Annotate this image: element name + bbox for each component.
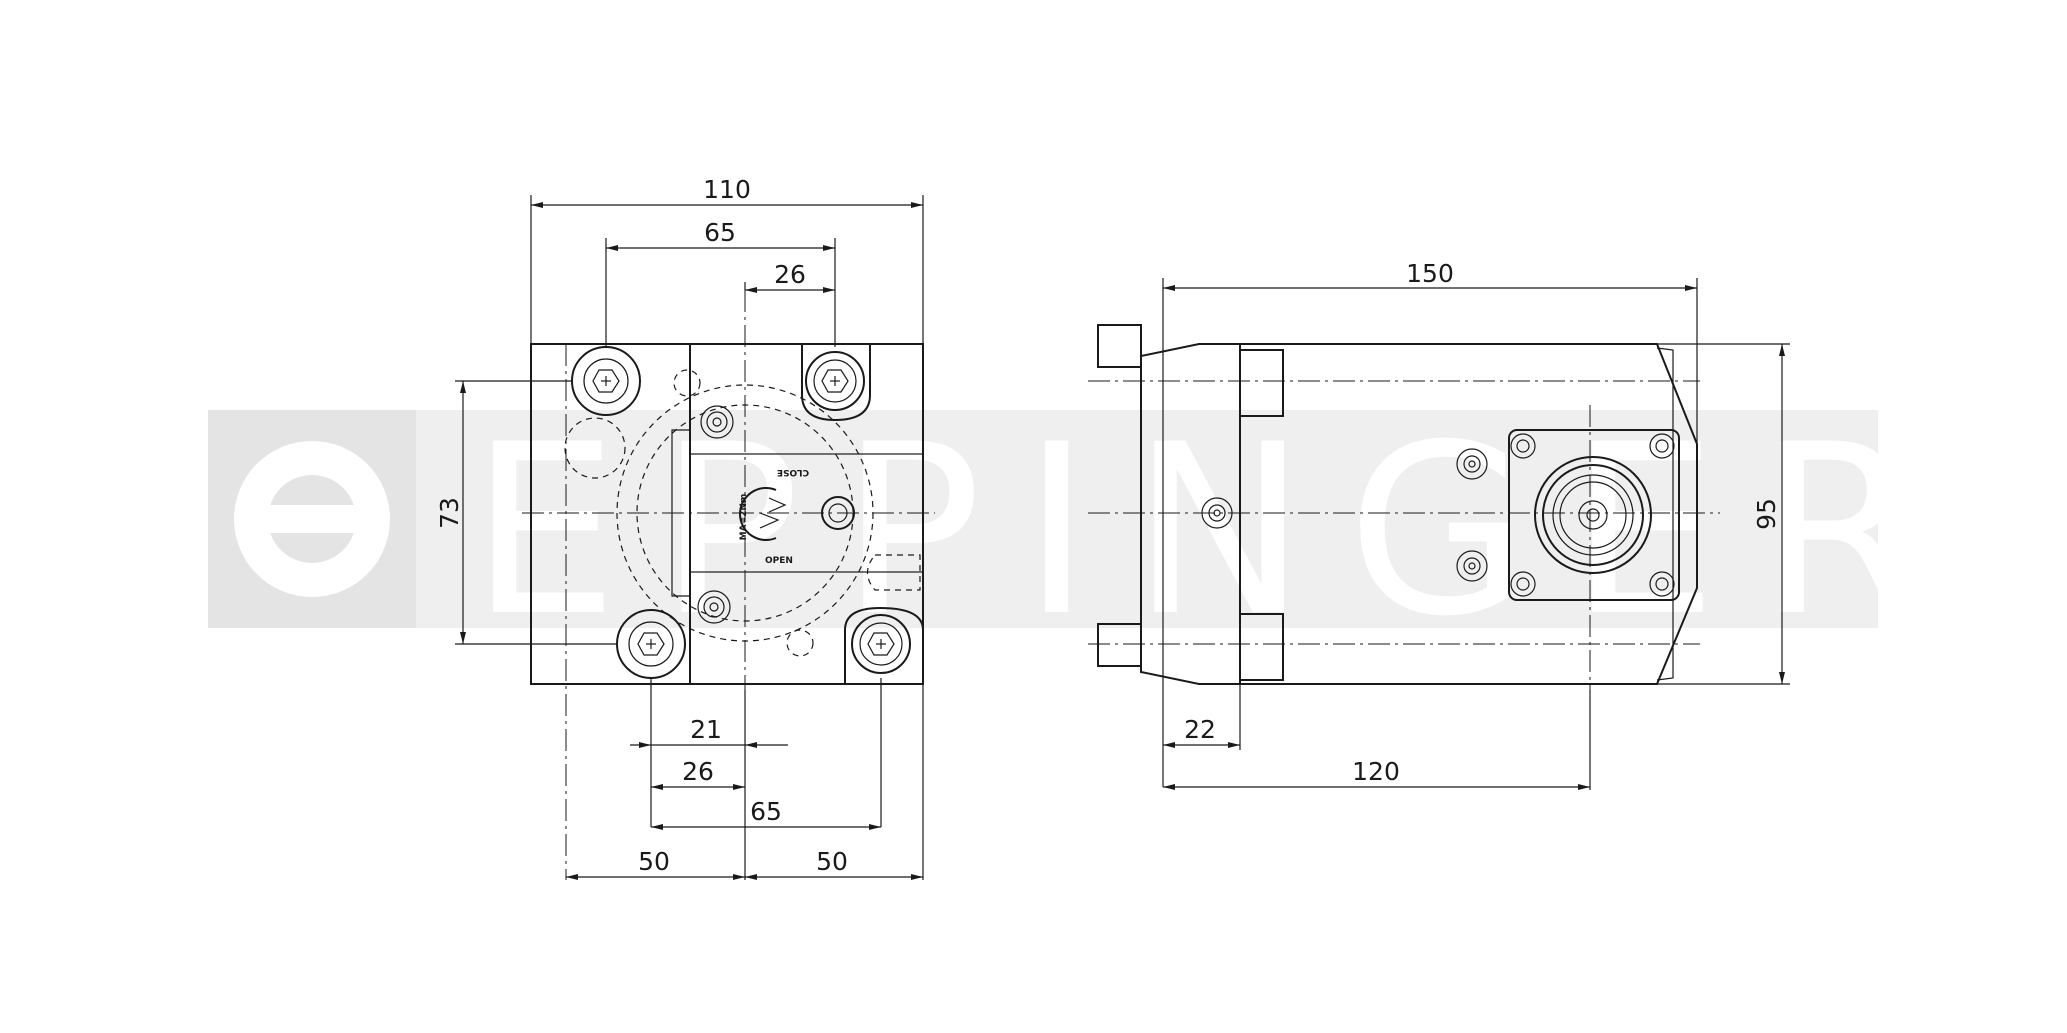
side-screw-center: [1201, 497, 1233, 529]
dim-22: 22: [1184, 715, 1216, 744]
front-slide-bracket: [671, 429, 690, 597]
hidden-slot-right: [866, 554, 921, 591]
dim-21: 21: [690, 715, 722, 744]
open-label: OPEN: [765, 556, 793, 566]
side-body-outline: [1240, 343, 1698, 685]
front-extension-lines: [455, 195, 924, 880]
hidden-hole-left: [564, 417, 626, 479]
pin-top: [1097, 324, 1142, 368]
bolt-bottom-right: [844, 606, 924, 684]
hidden-pin-top: [673, 369, 701, 397]
side-screw-lower: [1456, 550, 1488, 582]
side-rib-top: [1239, 349, 1284, 417]
screw-bottom: [697, 590, 731, 624]
adjuster-screw: [821, 496, 855, 530]
dim-73: 73: [435, 497, 464, 529]
close-label: CLOSE: [777, 467, 809, 477]
dim-65-top: 65: [704, 218, 736, 247]
dim-26-top: 26: [774, 260, 806, 289]
dim-65-bottom: 65: [750, 797, 782, 826]
watermark-band: [208, 410, 1878, 628]
eppinger-logo-icon: [208, 410, 416, 628]
front-slide: [689, 453, 924, 573]
side-rib-bottom: [1239, 613, 1284, 681]
front-view: CLOSE OPEN MA=2Nm 110 65 26 73 21: [435, 175, 935, 880]
side-view: 150 95 22 120: [1088, 259, 1790, 790]
hidden-bore-circle: [616, 384, 874, 642]
dim-50-left: 50: [638, 847, 670, 876]
clamp-knob-icon: [739, 487, 787, 541]
dim-110: 110: [703, 175, 751, 204]
drive-flange-plate: [1508, 429, 1680, 601]
dim-26-bottom: 26: [682, 757, 714, 786]
bolt-top-right: [801, 344, 871, 422]
dim-50-right: 50: [816, 847, 848, 876]
dim-120: 120: [1352, 757, 1400, 786]
drive-spindle: [1534, 456, 1652, 574]
dim-150: 150: [1406, 259, 1454, 288]
drive-corner-screws: [1510, 433, 1675, 597]
side-screw-upper: [1456, 448, 1488, 480]
dim-95: 95: [1752, 498, 1781, 530]
torque-label: MA=2Nm: [739, 494, 749, 541]
side-body-chamfer: [1656, 347, 1674, 681]
hidden-pin-bottom: [786, 629, 814, 657]
side-extension-lines: [1162, 278, 1790, 790]
watermark-text: EPPINGER: [470, 395, 1961, 668]
screw-top: [700, 405, 734, 439]
